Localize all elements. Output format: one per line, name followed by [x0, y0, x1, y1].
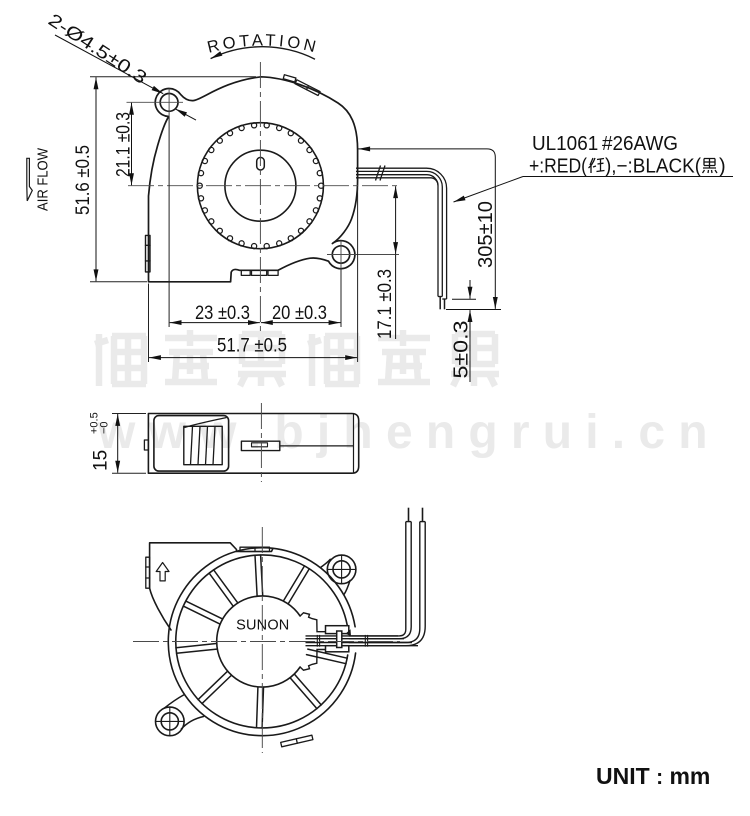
svg-text:17.1 ±0.3: 17.1 ±0.3 [375, 269, 396, 339]
svg-text:AIR FLOW: AIR FLOW [36, 148, 52, 211]
svg-text:UL1061 #26AWG: UL1061 #26AWG [532, 133, 678, 155]
svg-text:+0.5: +0.5 [89, 412, 101, 434]
svg-text:20 ±0.3: 20 ±0.3 [272, 303, 327, 324]
svg-text:305±10: 305±10 [474, 201, 497, 268]
svg-text:23 ±0.3: 23 ±0.3 [195, 303, 250, 324]
svg-text:5±0.3: 5±0.3 [450, 321, 473, 379]
svg-text:UNIT : mm: UNIT : mm [596, 763, 710, 789]
svg-text:15: 15 [91, 450, 112, 471]
svg-text:SUNON: SUNON [236, 618, 289, 634]
svg-text:51.6 ±0.5: 51.6 ±0.5 [73, 145, 94, 215]
svg-text:),−:BLACK(: ),−:BLACK( [605, 156, 701, 178]
svg-text:21.1 ±0.3: 21.1 ±0.3 [114, 112, 135, 177]
svg-text:+:RED(: +:RED( [529, 156, 587, 178]
svg-text:51.7 ±0.5: 51.7 ±0.5 [217, 336, 287, 357]
svg-text:): ) [719, 156, 726, 178]
svg-text:−0: −0 [99, 421, 111, 434]
